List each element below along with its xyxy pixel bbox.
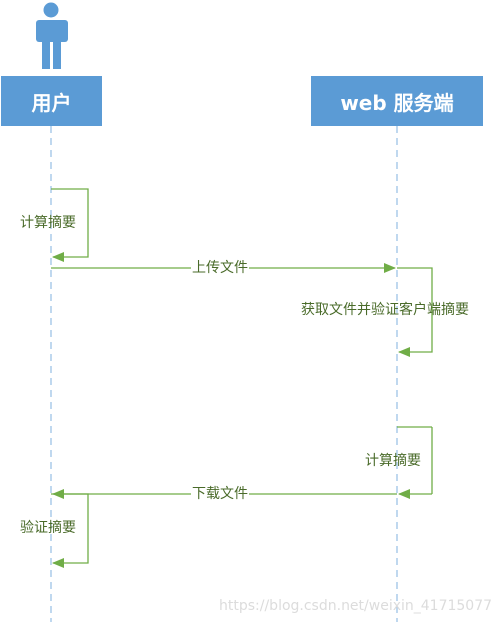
participant-user: 用户 bbox=[1, 76, 102, 126]
download-file-label: 下载文件 bbox=[191, 485, 249, 503]
watermark: https://blog.csdn.net/weixin_41715077 bbox=[219, 598, 493, 614]
server-compute-digest-label: 计算摘要 bbox=[365, 453, 421, 469]
user-compute-digest-arrow bbox=[51, 188, 89, 262]
participant-server: web 服务端 bbox=[311, 76, 483, 126]
server-verify-arrow bbox=[397, 267, 433, 357]
upload-file-label: 上传文件 bbox=[191, 259, 249, 277]
participant-server-label: web 服务端 bbox=[340, 90, 454, 115]
user-compute-digest-label: 计算摘要 bbox=[20, 215, 76, 231]
participant-user-label: 用户 bbox=[31, 90, 72, 115]
server-verify-label: 获取文件并验证客户端摘要 bbox=[301, 302, 469, 318]
user-verify-digest-arrow bbox=[51, 493, 89, 568]
user-verify-digest-label: 验证摘要 bbox=[20, 520, 76, 536]
user-actor-icon bbox=[36, 2, 68, 69]
